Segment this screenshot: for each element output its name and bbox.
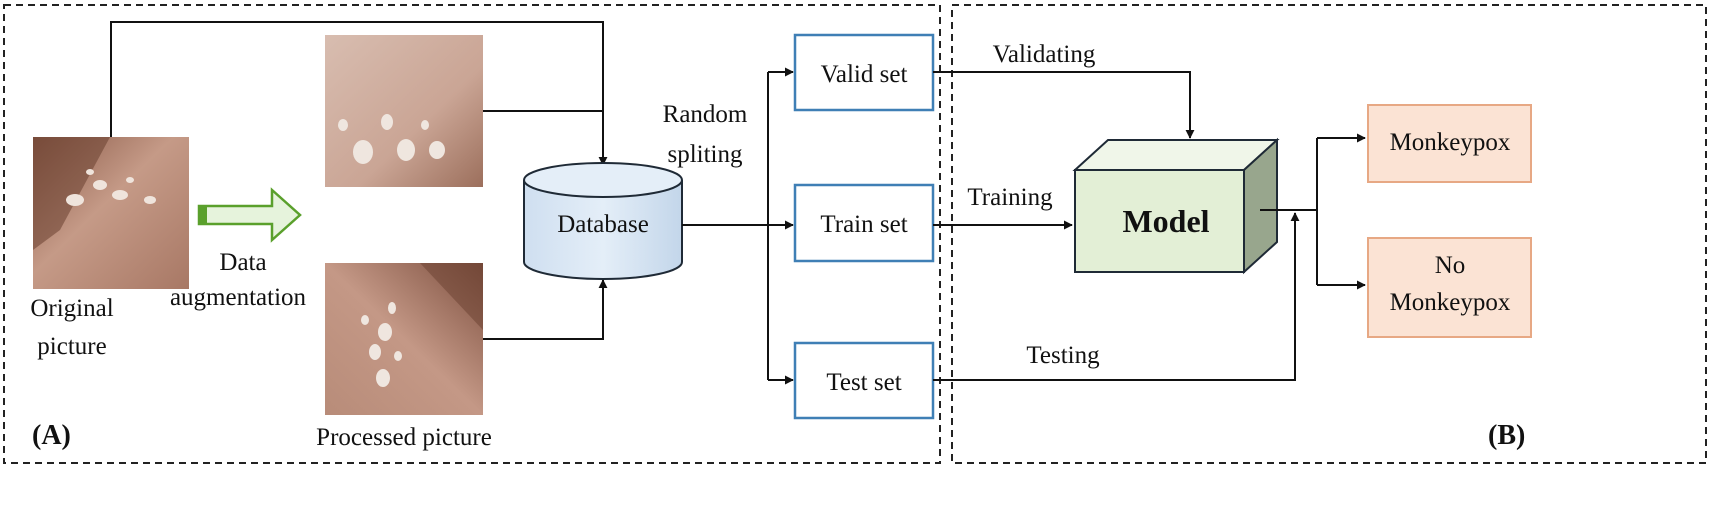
test-set-box <box>793 341 935 420</box>
original-picture <box>33 137 189 289</box>
valid-set-label: Valid set <box>821 61 908 88</box>
augmentation-arrow <box>197 187 302 243</box>
panel-b-label: (B) <box>1488 420 1525 451</box>
connector-processed-bottom-to-database <box>483 279 608 340</box>
validating-label: Validating <box>993 41 1096 68</box>
model-cube <box>1072 137 1280 275</box>
panel-a-border <box>3 4 941 464</box>
panel-a-label: (A) <box>32 420 71 451</box>
validating-flow <box>933 71 1195 139</box>
augmentation-arrow-tail <box>199 206 207 224</box>
test-set-label: Test set <box>826 369 901 396</box>
training-label: Training <box>967 184 1053 211</box>
model-label: Model <box>1122 203 1209 239</box>
no-monkeypox-label-line2: Monkeypox <box>1390 289 1511 316</box>
original-caption-line1: Original <box>30 295 113 322</box>
panel-b-border <box>951 4 1707 464</box>
split-label-line2: spliting <box>667 141 743 168</box>
valid-set-box <box>793 33 935 112</box>
augmentation-label-line2: augmentation <box>170 284 307 311</box>
train-set-box <box>793 183 935 263</box>
processed-caption: Processed picture <box>316 424 492 451</box>
augmentation-label-line1: Data <box>219 249 266 276</box>
connector-original-to-database <box>110 21 608 166</box>
testing-flow <box>933 212 1300 381</box>
train-set-label: Train set <box>820 211 907 238</box>
monkeypox-box <box>1367 104 1532 183</box>
split-label-line1: Random <box>663 101 748 128</box>
no-monkeypox-box <box>1367 237 1532 338</box>
original-caption-line2: picture <box>37 333 106 360</box>
processed-picture-bottom <box>325 263 483 415</box>
database-cylinder <box>523 162 683 280</box>
no-monkeypox-label-line1: No <box>1435 252 1466 279</box>
database-label: Database <box>557 211 649 238</box>
testing-label: Testing <box>1026 342 1100 369</box>
monkeypox-label: Monkeypox <box>1390 129 1511 156</box>
processed-picture-top <box>325 35 483 187</box>
